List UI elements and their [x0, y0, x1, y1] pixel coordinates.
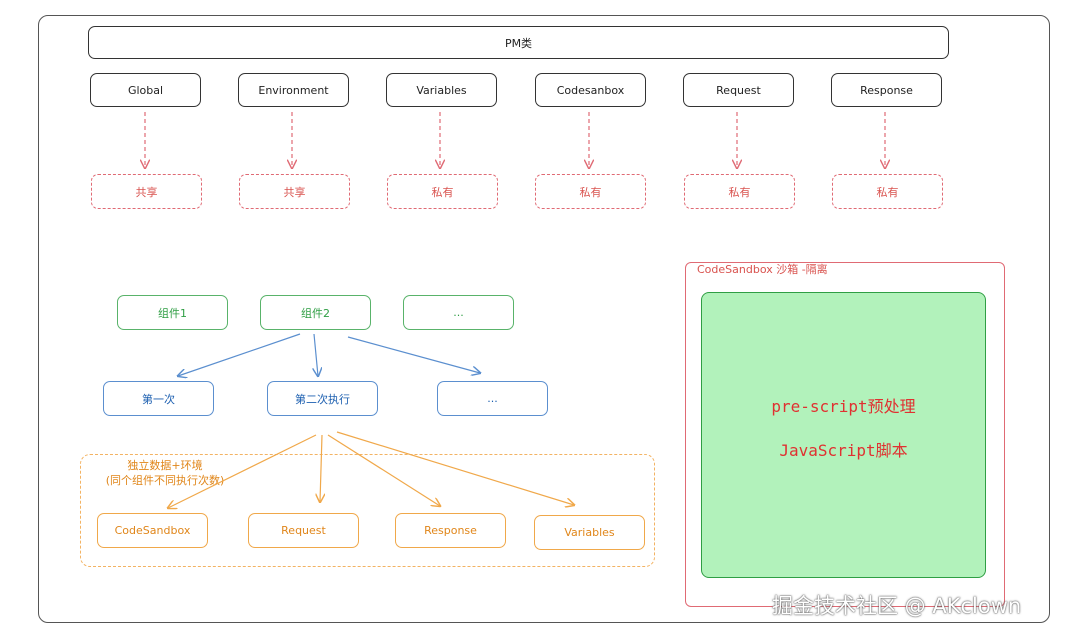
component-box-more: ...: [403, 295, 514, 330]
independent-item-label: CodeSandbox: [114, 524, 191, 537]
scope-variables: 私有: [387, 174, 498, 209]
top-item-label: Request: [716, 83, 761, 97]
independent-item-response: Response: [395, 513, 506, 548]
top-item-label: Environment: [258, 83, 329, 97]
arrow-component-to-exec-2: [314, 333, 318, 376]
sandbox-line-2: JavaScript脚本: [779, 441, 908, 460]
execution-box-1: 第一次: [103, 381, 214, 416]
component-box-2: 组件2: [260, 295, 371, 330]
sandbox-line-1: pre-script预处理: [771, 397, 916, 416]
independent-data-subtitle: (同个组件不同执行次数): [105, 474, 225, 487]
sandbox-inner: [701, 292, 986, 578]
independent-item-request: Request: [248, 513, 359, 548]
execution-label: 第二次执行: [295, 392, 350, 406]
top-item-label: Global: [127, 83, 164, 97]
top-item-environment: Environment: [238, 73, 349, 107]
arrow-exec-to-codesandbox: [168, 434, 317, 508]
top-item-request: Request: [683, 73, 794, 107]
scope-label: 私有: [431, 185, 454, 199]
sandbox-title: CodeSandbox 沙箱 -隔离: [697, 263, 828, 276]
independent-item-variables: Variables: [534, 515, 645, 550]
top-item-label: Variables: [416, 83, 467, 97]
scope-codesanbox: 私有: [535, 174, 646, 209]
sandbox-frame: [685, 262, 1005, 607]
arrow-exec-to-request: [320, 434, 322, 502]
independent-data-label: 独立数据+环境 (同个组件不同执行次数): [80, 458, 250, 488]
component-label: 组件1: [158, 306, 187, 320]
scope-environment: 共享: [239, 174, 350, 209]
scope-label: 私有: [876, 185, 899, 199]
arrow-exec-to-variables: [336, 431, 574, 505]
independent-data-group: [80, 454, 655, 567]
independent-item-codesandbox: CodeSandbox: [97, 513, 208, 548]
execution-box-more: ...: [437, 381, 548, 416]
arrow-component-to-exec-more: [347, 336, 480, 373]
scope-request: 私有: [684, 174, 795, 209]
top-item-global: Global: [90, 73, 201, 107]
independent-item-label: Request: [281, 524, 326, 537]
independent-item-label: Variables: [564, 526, 615, 539]
pm-class-label: PM类: [504, 36, 533, 50]
scope-response: 私有: [832, 174, 943, 209]
top-item-label: Codesanbox: [556, 83, 625, 97]
outer-frame: [38, 15, 1050, 623]
component-label: ...: [453, 306, 464, 319]
scope-label: 共享: [283, 185, 306, 199]
execution-label: 第一次: [142, 392, 175, 406]
execution-box-2: 第二次执行: [267, 381, 378, 416]
arrow-component-to-exec-1: [178, 333, 301, 376]
component-box-1: 组件1: [117, 295, 228, 330]
top-item-codesanbox: Codesanbox: [535, 73, 646, 107]
watermark: 掘金技术社区 @ AKclown: [772, 594, 1022, 618]
independent-data-title: 独立数据+环境: [127, 459, 203, 472]
arrow-exec-to-response: [327, 434, 440, 506]
execution-label: ...: [487, 392, 498, 405]
scope-label: 共享: [135, 185, 158, 199]
pm-class-box: PM类: [88, 26, 949, 59]
independent-item-label: Response: [424, 524, 477, 537]
component-label: 组件2: [301, 306, 330, 320]
top-item-response: Response: [831, 73, 942, 107]
scope-label: 私有: [579, 185, 602, 199]
scope-label: 私有: [728, 185, 751, 199]
top-item-variables: Variables: [386, 73, 497, 107]
top-item-label: Response: [860, 83, 913, 97]
scope-global: 共享: [91, 174, 202, 209]
